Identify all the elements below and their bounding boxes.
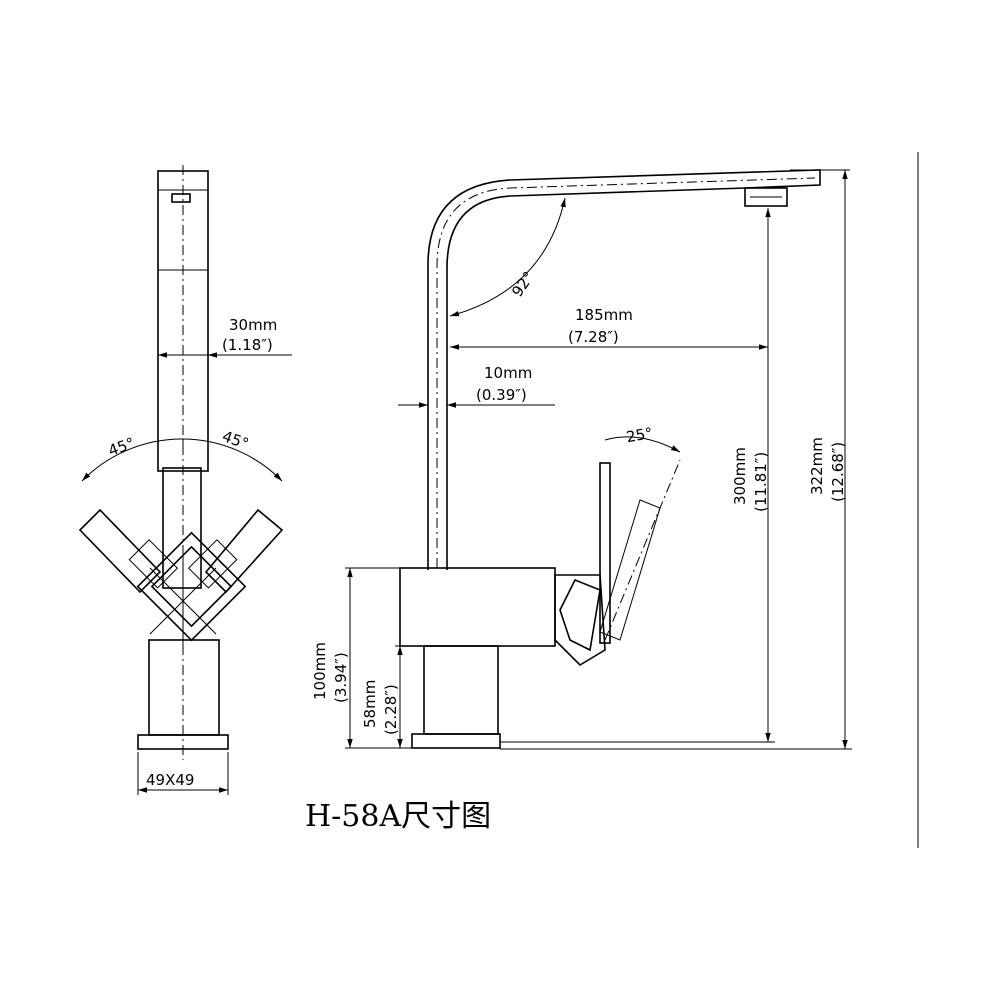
width-mm-label: 30mm [229, 316, 277, 334]
front-view: 45° 45° 30mm (1.18″) 49X49 [78, 165, 292, 795]
reach-in-label: (7.28″) [568, 328, 619, 346]
handle-angle-label: 25° [625, 424, 654, 446]
pipe-in-label: (0.39″) [476, 386, 527, 404]
total-height-in-label: (12.68″) [829, 442, 847, 502]
side-view: 25° 92° 185mm (7.28″) 10mm (0.39″) 300mm… [311, 169, 852, 750]
width-in-label: (1.18″) [222, 336, 273, 354]
right-angle-label: 45° [220, 427, 251, 453]
base-height-mm-label: 58mm [361, 680, 379, 728]
drawing-title: H-58A尺寸图 [305, 799, 491, 834]
body-height-mm-label: 100mm [311, 642, 329, 700]
left-angle-label: 45° [106, 434, 137, 460]
spout-height-mm-label: 300mm [731, 447, 749, 505]
pipe-mm-label: 10mm [484, 364, 532, 382]
spout-angle-label: 92° [508, 268, 538, 300]
reach-mm-label: 185mm [575, 306, 633, 324]
base-height-in-label: (2.28″) [382, 684, 400, 735]
spout-height-in-label: (11.81″) [752, 452, 770, 512]
total-height-mm-label: 322mm [808, 437, 826, 495]
base-size-label: 49X49 [146, 771, 194, 789]
body-height-in-label: (3.94″) [332, 652, 350, 703]
